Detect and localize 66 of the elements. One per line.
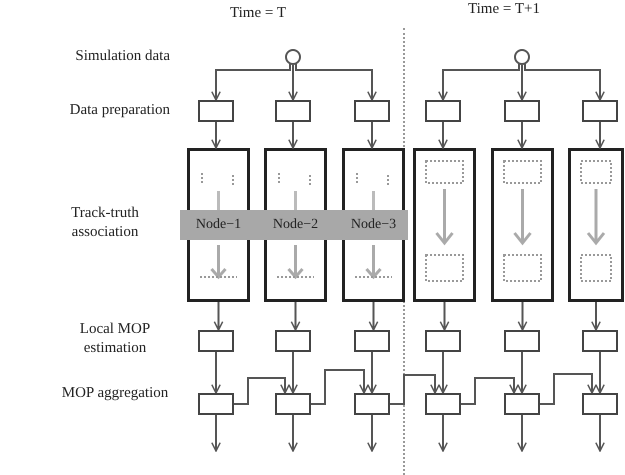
arrow (438, 415, 448, 452)
node-label: Node−2 (272, 216, 320, 234)
time-label: Time = T+1 (468, 0, 540, 19)
arrow (517, 122, 527, 149)
arrow (288, 415, 298, 452)
process-box (198, 393, 234, 415)
node-panel (568, 148, 624, 302)
arrow (290, 302, 300, 331)
arrow (367, 122, 377, 149)
process-box (275, 100, 311, 122)
arrow (211, 352, 221, 394)
arrow (211, 415, 221, 452)
arrow (438, 352, 448, 394)
arrow (517, 352, 527, 394)
process-box (582, 330, 618, 352)
process-box (425, 100, 461, 122)
node-label: Node−1 (194, 216, 242, 234)
arrow (517, 65, 527, 101)
arrow (367, 352, 377, 394)
process-box (354, 100, 390, 122)
process-box (354, 330, 390, 352)
process-box (504, 393, 540, 415)
arrow (595, 415, 605, 452)
arrow (438, 122, 448, 149)
arrow (524, 64, 605, 101)
process-box (198, 330, 234, 352)
process-box (354, 393, 390, 415)
arrow (540, 373, 597, 405)
time-label: Time = T (230, 4, 286, 23)
arrow (211, 122, 221, 149)
process-box (504, 330, 540, 352)
row-label: Data preparation (68, 101, 170, 120)
row-label: MOP aggregation (60, 384, 170, 403)
process-box (504, 100, 540, 122)
row-label: Track-truth association (70, 204, 140, 242)
arrow (295, 64, 377, 101)
node-label: Node−3 (350, 216, 398, 234)
process-box (582, 393, 618, 415)
row-label: Simulation data (74, 47, 170, 66)
arrow (214, 302, 224, 331)
arrow (595, 122, 605, 149)
arrow (234, 377, 290, 405)
arrow (288, 65, 298, 101)
arrow (211, 64, 291, 101)
process-box (582, 100, 618, 122)
arrow (440, 302, 450, 331)
process-box (198, 100, 234, 122)
arrow (518, 302, 528, 331)
arrow (390, 374, 440, 405)
arrow (368, 302, 378, 331)
process-box (425, 393, 461, 415)
arrow (438, 64, 520, 101)
arrow (461, 377, 519, 405)
node-panel (413, 148, 476, 302)
arrow (367, 415, 377, 452)
arrow (288, 122, 298, 149)
process-box (275, 330, 311, 352)
row-label: Local MOP estimation (78, 320, 152, 358)
node-panel (491, 148, 554, 302)
process-box (275, 393, 311, 415)
arrow (288, 352, 298, 394)
process-box (425, 330, 461, 352)
arrow (517, 415, 527, 452)
arrow (591, 302, 601, 331)
arrow (595, 352, 605, 394)
arrow (311, 369, 369, 405)
